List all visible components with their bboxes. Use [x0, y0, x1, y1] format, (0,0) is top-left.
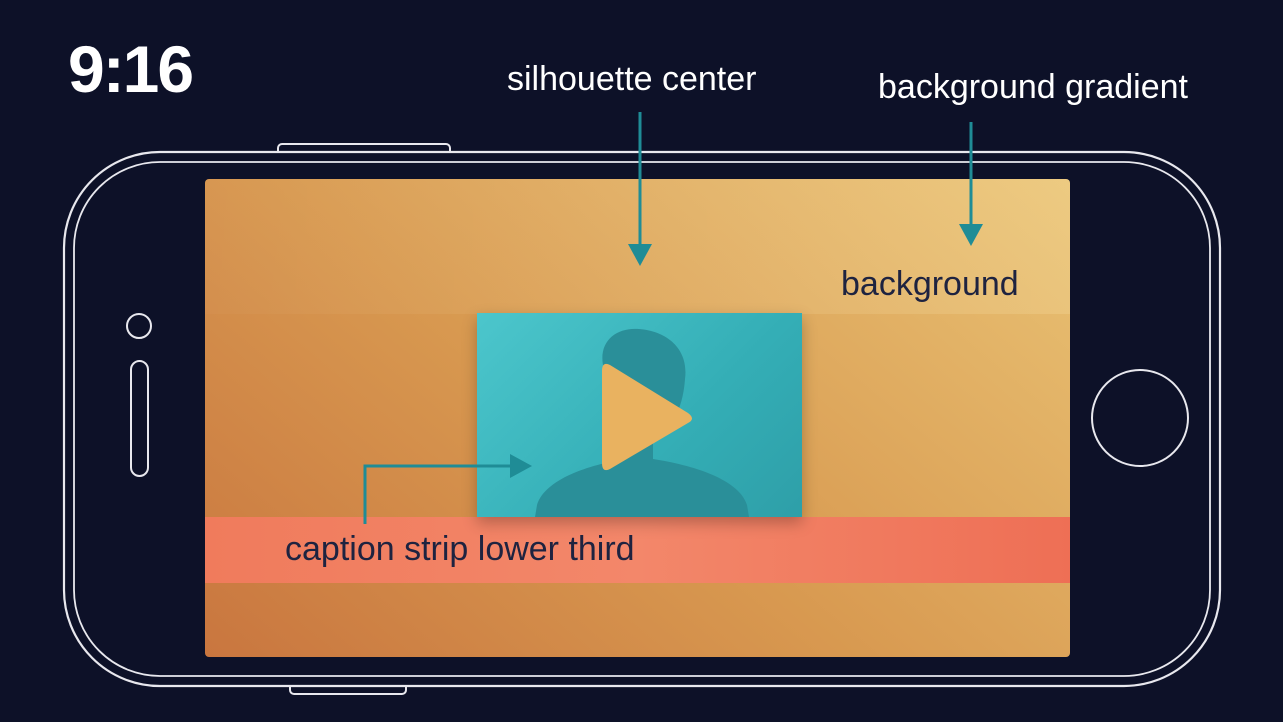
silhouette-center-label: silhouette center: [507, 60, 757, 98]
video-content: [535, 328, 749, 517]
phone-speaker-icon: [130, 360, 149, 477]
video-frame[interactable]: [477, 313, 802, 517]
background-label: background: [841, 265, 1019, 303]
play-icon[interactable]: [602, 363, 692, 471]
home-button-icon[interactable]: [1091, 369, 1189, 467]
caption-strip-label: caption strip lower third: [285, 530, 635, 568]
phone-screen: background caption strip lower third: [205, 179, 1070, 657]
background-gradient-label: background gradient: [878, 68, 1189, 106]
phone-camera-icon: [126, 313, 152, 339]
phone-body-inner: [73, 161, 1211, 677]
caption-strip: caption strip lower third: [205, 517, 1070, 583]
aspect-ratio-label: 9:16: [68, 32, 194, 106]
